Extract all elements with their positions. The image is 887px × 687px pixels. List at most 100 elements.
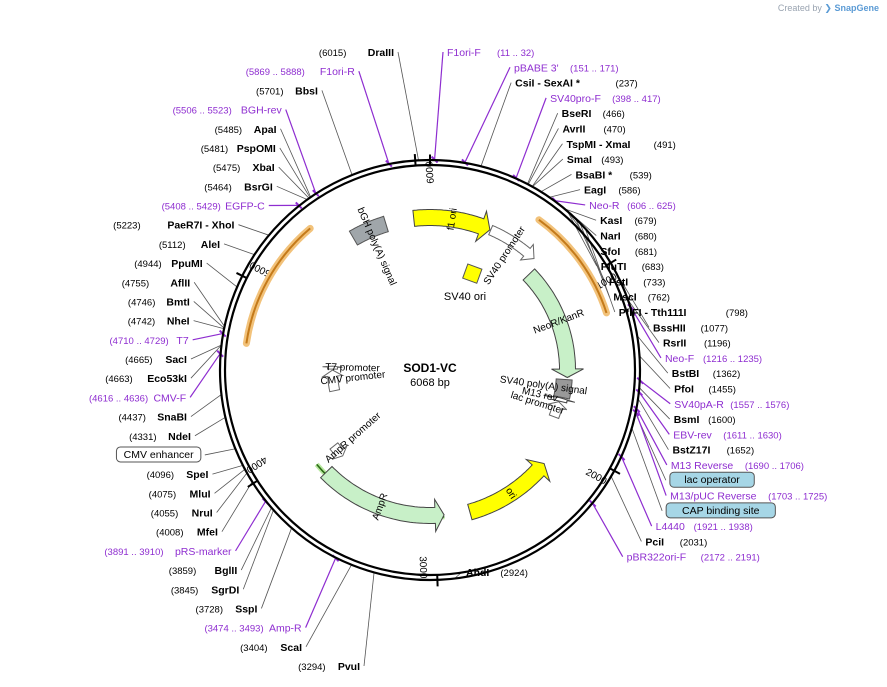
site-label-nari[interactable]: NarI(680) [600, 231, 657, 243]
site-label-bsrgi[interactable]: BsrGI(5464) [204, 181, 273, 193]
site-label-sfoi[interactable]: SfoI(681) [600, 246, 657, 258]
site-label-mlui[interactable]: MluI(4075) [149, 488, 211, 500]
site-label-bbsi[interactable]: BbsI(5701) [256, 85, 318, 97]
site-label-bglii[interactable]: BglII(3859) [169, 565, 238, 577]
site-label-cmv-f[interactable]: CMV-F(4616 .. 4636) [89, 392, 186, 404]
site-label-kasi[interactable]: KasI(679) [600, 215, 657, 227]
label-text: CMV enhancer [124, 449, 195, 461]
feature-t7-promoter[interactable] [322, 365, 343, 370]
feature-bgh-poly-a-signal[interactable] [348, 215, 389, 246]
feature-ori[interactable] [467, 458, 551, 521]
site-labels[interactable]: F1ori-F(11 .. 32) pBABE 3'(151 .. 171) Csi… [89, 47, 827, 673]
site-label-sspi[interactable]: SspI(3728) [196, 603, 258, 615]
label-name: EagI [584, 185, 606, 197]
orange-arc-core [538, 218, 608, 314]
site-label-sgrdi[interactable]: SgrDI(3845) [171, 584, 240, 596]
label-name: SfoI [600, 246, 620, 258]
leader-cap-binding-site [631, 428, 663, 511]
site-label-ebv-rev[interactable]: EBV-rev(1611 .. 1630) [673, 429, 781, 441]
label-position: (466) [603, 109, 625, 120]
site-label-bgh-rev[interactable]: BGH-rev(5506 .. 5523) [173, 105, 283, 117]
feature-ampr-promoter[interactable] [329, 442, 348, 460]
site-label-snabi[interactable]: SnaBI(4437) [118, 412, 187, 424]
site-label-eco53ki[interactable]: Eco53kI(4663) [105, 373, 187, 385]
leader-bbsi [321, 90, 353, 175]
feature-sv40-ori[interactable] [462, 263, 483, 284]
site-label-pspomi[interactable]: PspOMI(5481) [201, 143, 276, 155]
site-label-amp-r[interactable]: Amp-R(3474 .. 3493) [204, 623, 302, 635]
site-label-sv40pa-r[interactable]: SV40pA-R(1557 .. 1576) [674, 399, 789, 411]
label-name: BsaBI * [575, 169, 613, 181]
feature-cmv-promoter[interactable] [320, 369, 345, 393]
feature-m13-rev[interactable] [543, 394, 576, 404]
site-label-bstz17i[interactable]: BstZ17I(1652) [672, 445, 754, 457]
label-name: CsiI - SexAI * [515, 78, 581, 90]
site-label-ahdi[interactable]: AhdI(2924) [466, 567, 528, 579]
site-label-avrii[interactable]: AvrII(470) [562, 123, 625, 135]
site-label-msci[interactable]: MscI(762) [613, 292, 670, 304]
site-label-m13-reverse[interactable]: M13 Reverse(1690 .. 1706) [671, 460, 804, 472]
site-label-draiii[interactable]: DraIII(6015) [319, 47, 394, 59]
site-label-alei[interactable]: AleI(5112) [159, 239, 220, 251]
site-label-rsrii[interactable]: RsrII(1196) [663, 338, 731, 350]
site-label-prs-marker[interactable]: pRS-marker(3891 .. 3910) [104, 546, 232, 558]
site-label-pvui[interactable]: PvuI(3294) [298, 661, 360, 673]
feature-neor-kanr[interactable] [522, 268, 584, 379]
site-label-neo-r[interactable]: Neo-R(606 .. 625) [589, 200, 676, 212]
site-label-ndei[interactable]: NdeI(4331) [129, 431, 191, 443]
site-label-neo-f[interactable]: Neo-F(1216 .. 1235) [665, 353, 762, 365]
site-label-f1ori-f[interactable]: F1ori-F(11 .. 32) [447, 47, 534, 59]
site-label-eagi[interactable]: EagI(586) [584, 185, 641, 197]
site-label-tspmi-xmai[interactable]: TspMI - XmaI(491) [566, 139, 675, 151]
site-label-bstbi[interactable]: BstBI(1362) [672, 368, 740, 380]
site-label-bsmi[interactable]: BsmI(1600) [674, 414, 736, 426]
feature-ampr[interactable] [319, 465, 445, 534]
site-label-scai[interactable]: ScaI(3404) [240, 642, 302, 654]
label-name: PvuI [338, 661, 360, 673]
site-label-sv40pro-f[interactable]: SV40pro-F(398 .. 417) [550, 93, 661, 105]
feature-sv40-ori-label: SV40 ori [444, 291, 486, 303]
site-label-mfei[interactable]: MfeI(4008) [156, 527, 218, 539]
feature-sv40-promoter[interactable] [488, 224, 535, 261]
site-label-saci[interactable]: SacI(4665) [125, 354, 187, 366]
feature-sv40-poly-a-signal[interactable] [553, 378, 573, 400]
label-text: lac operator [684, 474, 740, 486]
site-label-egfp-c[interactable]: EGFP-C(5408 .. 5429) [162, 201, 266, 213]
site-label-l4440[interactable]: L4440(1921 .. 1938) [656, 521, 753, 533]
feature-f1-ori[interactable] [412, 209, 491, 243]
site-label-apai[interactable]: ApaI(5485) [215, 124, 277, 136]
label-name: DraIII [368, 47, 394, 59]
site-label-psti[interactable]: PstI(733) [609, 276, 666, 288]
label-position: (4944) [134, 259, 161, 270]
site-label-pflfi-tth111i[interactable]: PflFI - Tth111I(798) [619, 307, 748, 319]
site-label-cmv-enhancer[interactable]: CMV enhancer [115, 446, 202, 463]
site-label-t7[interactable]: T7(4710 .. 4729) [110, 335, 189, 347]
site-label-nrui[interactable]: NruI(4055) [151, 508, 213, 520]
label-name: BseRI [562, 108, 592, 120]
site-label-lac-operator[interactable]: lac operator [669, 471, 755, 488]
site-label-bseri[interactable]: BseRI (466) [562, 108, 625, 120]
feature-lac-promoter[interactable] [547, 401, 568, 420]
site-label-smai[interactable]: SmaI(493) [567, 154, 624, 166]
site-label-aflii[interactable]: AflII(4755) [122, 277, 191, 289]
site-label-paer7i-xhoi[interactable]: PaeR7I - XhoI(5223) [113, 220, 234, 232]
site-label-pbr322ori-f[interactable]: pBR322ori-F(2172 .. 2191) [627, 552, 760, 564]
site-label-xbai[interactable]: XbaI(5475) [213, 162, 275, 174]
site-label-pluti[interactable]: PluTI(683) [601, 261, 664, 273]
site-label-pbabe-3[interactable]: pBABE 3'(151 .. 171) [514, 62, 619, 74]
site-label-cap-binding-site[interactable]: CAP binding site [665, 502, 776, 519]
leader-draiii [397, 51, 419, 160]
leader-ndei [194, 417, 226, 437]
plasmid-size: 6068 bp [410, 377, 450, 389]
site-label-ppumi[interactable]: PpuMI(4944) [134, 258, 203, 270]
site-label-spei[interactable]: SpeI(4096) [147, 469, 209, 481]
site-label-bsshii[interactable]: BssHII(1077) [653, 322, 728, 334]
site-label-m13-puc-reverse[interactable]: M13/pUC Reverse(1703 .. 1725) [670, 491, 827, 503]
site-label-bmti[interactable]: BmtI(4746) [128, 296, 190, 308]
site-label-f1ori-r[interactable]: F1ori-R(5869 .. 5888) [246, 66, 356, 78]
site-label-csii-sexai[interactable]: CsiI - SexAI *(237) [515, 78, 638, 90]
site-label-nhei[interactable]: NheI(4742) [128, 316, 190, 328]
site-label-bsabi[interactable]: BsaBI *(539) [575, 169, 651, 181]
site-label-pcii[interactable]: PciI(2031) [645, 536, 707, 548]
site-label-pfoi[interactable]: PfoI(1455) [674, 383, 736, 395]
